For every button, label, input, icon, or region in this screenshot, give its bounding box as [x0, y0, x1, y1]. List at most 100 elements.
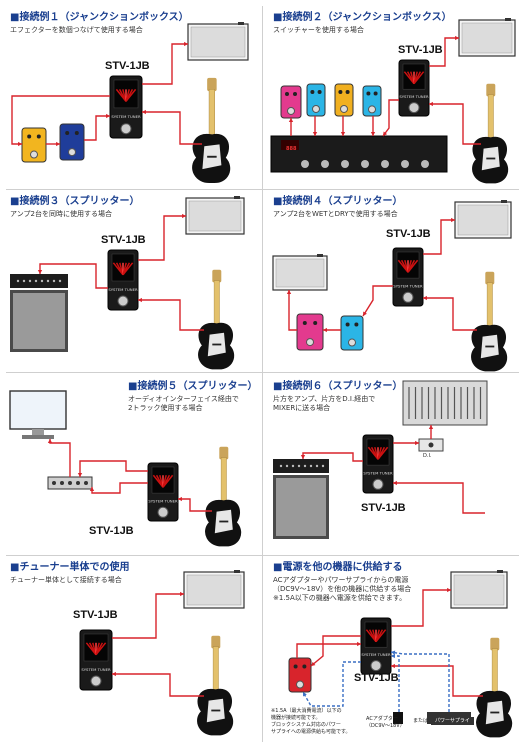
power-supply-label: パワーサプライ — [431, 717, 474, 725]
interface-knob — [60, 481, 64, 485]
pedal-knob — [27, 134, 32, 139]
cable — [142, 43, 188, 85]
cable — [391, 655, 400, 712]
amp-handle — [317, 254, 323, 257]
cable-arrow — [391, 653, 395, 659]
pedal-knob — [373, 91, 378, 96]
tuner-model-label: STV-1JB — [398, 44, 443, 56]
cable-arrow — [447, 587, 451, 593]
tuner-model-label: STV-1JB — [101, 234, 146, 246]
cable-arrow — [393, 480, 397, 486]
guitar-shape — [198, 269, 235, 370]
tuner-brand: SYSTEM TUNER — [363, 470, 393, 475]
panel-title: ■電源を他の機器に供給する — [273, 562, 403, 573]
amp-knob — [303, 464, 307, 468]
guitar-bridge — [486, 157, 496, 160]
pedal-knob — [293, 92, 297, 96]
pedal-knob — [366, 91, 371, 96]
pedal-knob — [310, 90, 315, 94]
amp-handle — [497, 570, 503, 573]
guitar-shape — [205, 446, 242, 547]
amp-cabinet-grill — [276, 478, 326, 536]
amp-knob — [291, 464, 295, 468]
cables — [112, 591, 204, 697]
cable-arrow — [423, 295, 427, 301]
panel-desc-line-3: ※1.5A以下の機器へ電源を供給できます。 — [273, 594, 407, 602]
panel-title: ■接続例２（ジャンクションボックス） — [273, 12, 452, 23]
guitar — [476, 637, 513, 738]
cable-arrow — [142, 109, 146, 115]
panel-desc-line-2: MIXERに送る場合 — [273, 404, 331, 412]
amp-knob — [22, 279, 26, 283]
amp-knob — [16, 279, 20, 283]
tuner-footswitch — [372, 478, 384, 490]
amp-stack — [10, 274, 68, 352]
guitar-headstock — [212, 269, 222, 283]
amp-knob — [279, 464, 283, 468]
amp-grill — [190, 26, 246, 58]
amp-grill — [188, 200, 242, 232]
amp-handle — [234, 196, 240, 199]
pedal-knob — [317, 90, 322, 94]
cable — [84, 115, 110, 141]
tuner-footswitch — [90, 675, 102, 687]
cable-arrow — [340, 132, 346, 136]
guitar-shape — [476, 637, 513, 738]
guitar — [205, 446, 242, 547]
pedal-footswitch — [340, 104, 348, 113]
amp-knob — [34, 279, 38, 283]
cable-arrow — [89, 487, 95, 491]
guitar-neck — [487, 94, 494, 142]
tuner-brand: SYSTEM TUNER — [108, 287, 138, 292]
panel-example-2: SYSTEM TUNER ■接続例２（ジャンクションボックス） スイッチャーを使… — [263, 4, 525, 187]
amp-cabinet-grill — [13, 293, 65, 349]
panel-desc-line-1: エフェクターを数個つなげて使用する場合 — [10, 26, 143, 34]
amp-knob — [309, 464, 313, 468]
di-box — [418, 438, 444, 452]
cable — [429, 37, 459, 67]
guitar-headstock — [211, 635, 221, 649]
cable-arrow — [391, 650, 396, 655]
pedal-footswitch — [312, 104, 320, 113]
amp-knob — [52, 279, 56, 283]
panel-desc-line-1: チューナー単体として接続する場合 — [10, 576, 122, 584]
cable — [382, 99, 399, 137]
guitar-headstock — [485, 271, 495, 285]
pedal-footswitch — [30, 150, 38, 159]
tuner-model-label: STV-1JB — [105, 60, 150, 72]
cable — [39, 263, 108, 289]
cables — [288, 35, 481, 145]
cable — [310, 635, 361, 667]
amp-head — [185, 196, 245, 235]
panel-example-7: SYSTEM TUNER ■チューナー単体での使用 チューナー単体として接続する… — [0, 556, 262, 739]
panel-desc-line-1: オーディオインターフェイス経由で — [128, 395, 239, 403]
adapter-label-1: ACアダプター — [366, 716, 398, 722]
guitar — [472, 83, 509, 184]
adapter-label-2: （DC9V～18V） — [366, 723, 405, 729]
amp-head-body — [273, 459, 329, 473]
monitor-neck — [32, 429, 44, 435]
pedal-knob — [354, 322, 359, 327]
amp-handle — [505, 18, 511, 21]
guitar-neck — [491, 648, 498, 696]
switcher-display-text: 888 — [286, 146, 297, 152]
amp — [458, 18, 516, 57]
tuner-model-label: STV-1JB — [73, 609, 118, 621]
tuner-pedal: SYSTEM TUNER — [147, 462, 179, 522]
cable-arrow — [363, 311, 367, 316]
panel-desc-line-1: 片方をアンプ、片方をD.I.経由で — [273, 395, 376, 403]
panel-title: ■接続例３（スプリッター） — [10, 196, 140, 207]
amp-knob — [297, 464, 301, 468]
panel-example-6: SYSTEM TUNER ■接続例６（スプリッター） 片方をアンプ、片方をD.I… — [263, 373, 525, 556]
panel-title: ■接続例５（スプリッター） — [128, 381, 258, 392]
panel-desc-line-1: アンプ2台をWETとDRYで使用する場合 — [273, 210, 398, 218]
cables — [47, 439, 212, 512]
amp-knob — [28, 279, 32, 283]
panel-desc-line-2: 2トラック使用する場合 — [128, 404, 203, 412]
tuner-led-bar — [375, 629, 387, 643]
cable-arrow — [303, 692, 307, 697]
cable-arrow — [311, 661, 316, 666]
pedal-knob — [285, 92, 289, 96]
guitar-shape — [197, 635, 234, 736]
